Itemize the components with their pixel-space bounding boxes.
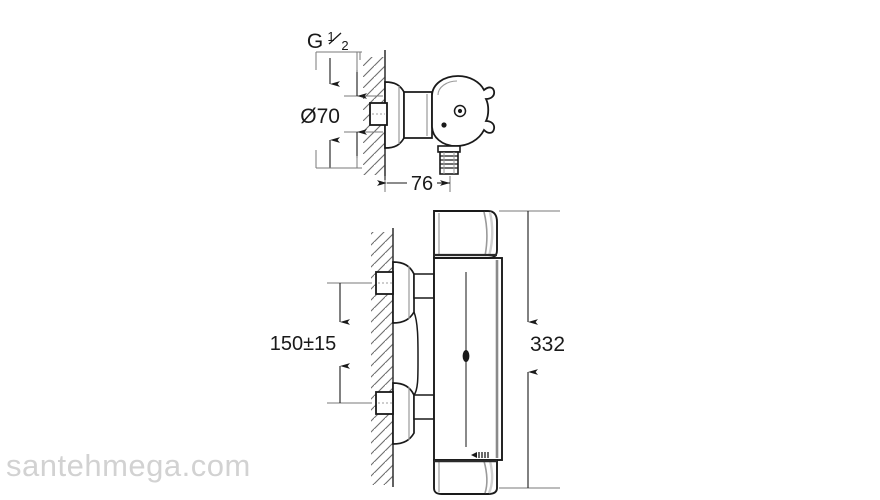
dimension-label-thread-size: G 1 2 (307, 29, 349, 53)
wall-inlet-nipple-lower (375, 391, 394, 415)
mixer-body (433, 257, 503, 461)
dimension-projection-76: 76 (377, 173, 451, 195)
valve-head-top (431, 75, 496, 147)
dimension-label-332: 332 (530, 333, 565, 356)
dimension-label-76: 76 (411, 173, 433, 195)
wall-inlet-nipple-top (369, 102, 388, 126)
inlet-neck-upper (413, 273, 435, 299)
escutcheon-upper (392, 261, 415, 324)
escutcheon-lower (392, 382, 415, 445)
wall-section-main (371, 228, 394, 487)
handle-lower-volume (433, 452, 498, 495)
threaded-outlet-stub-top (437, 145, 461, 175)
connector-barrel-top (403, 91, 433, 139)
wall-inlet-nipple-upper (375, 271, 394, 295)
inlet-neck-lower (413, 394, 435, 420)
handle-upper-temperature (433, 210, 498, 259)
dimension-overall-length-332: 332 (499, 210, 565, 489)
top-detail-view: G 1 2 Ø70 (300, 29, 496, 195)
dimension-label-diameter-70: Ø70 (300, 105, 340, 128)
dimension-label-150: 150±15 (270, 333, 337, 355)
dimension-inlet-centre-distance: 150±15 (270, 282, 372, 404)
label-fraction-denominator: 2 (341, 38, 348, 53)
flow-indicator-marking (471, 452, 489, 458)
watermark: santehmega.com (6, 448, 251, 483)
dimension-escutcheon-diameter (344, 52, 383, 168)
label-g-letter: G (307, 30, 323, 53)
main-mixer-view: 150±15 332 (270, 210, 565, 495)
dimension-thread-g-half (315, 51, 362, 169)
label-fraction-numerator: 1 (327, 29, 334, 44)
